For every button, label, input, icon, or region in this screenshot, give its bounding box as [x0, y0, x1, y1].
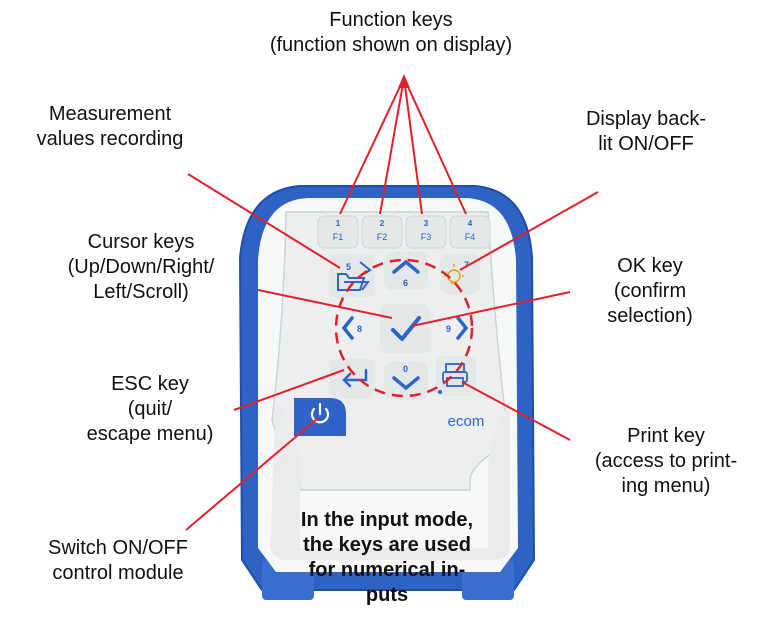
f3-number: 3 — [424, 219, 429, 228]
right-number: 9 — [446, 324, 451, 334]
function-arrowheads — [398, 74, 410, 88]
pointer-backlight — [459, 191, 599, 271]
up-arrow-icon — [392, 259, 420, 274]
f2-key[interactable] — [361, 215, 403, 249]
print-key-label: Print key (access to print- ing menu) — [594, 425, 738, 497]
f2-label: F2 — [377, 232, 388, 242]
lower-panel — [270, 400, 510, 560]
pointer-ok — [411, 291, 571, 327]
recording-number: 5 — [346, 262, 351, 272]
function-keys-label: Function keys (function shown on display… — [269, 9, 513, 56]
cursor-keys-label: Cursor keys (Up/Down/Right/ Left/Scroll) — [67, 231, 215, 303]
f1-number: 1 — [336, 219, 341, 228]
f1-label: F1 — [333, 232, 344, 242]
f4-label: F4 — [465, 232, 476, 242]
ok-key-label: OK key (confirm selection) — [607, 255, 693, 327]
f2-number: 2 — [380, 219, 385, 228]
power-icon — [310, 402, 330, 424]
esc-key[interactable] — [330, 358, 374, 398]
cursor-keys-highlight — [334, 258, 474, 398]
f4-key[interactable] — [449, 215, 491, 249]
f3-label: F3 — [421, 232, 432, 242]
brand-logo: ecom — [448, 413, 485, 430]
ok-key[interactable] — [380, 304, 430, 354]
esc-key-label: ESC key (quit/ escape menu) — [86, 373, 214, 445]
measurement-label: Measurement values recording — [36, 103, 184, 150]
pointer-function-f4 — [403, 77, 467, 215]
print-indicator-dot — [438, 390, 442, 394]
pointer-print — [461, 381, 571, 441]
pointer-cursor — [257, 289, 393, 319]
recording-key[interactable] — [330, 254, 374, 298]
print-key[interactable] — [436, 356, 476, 396]
function-keys: 1 2 3 4 F1 F2 F3 F4 — [317, 215, 491, 249]
switch-label: Switch ON/OFF control module — [47, 537, 188, 584]
pointer-lines — [185, 77, 599, 531]
down-key[interactable] — [384, 362, 428, 400]
return-arrow-icon — [342, 368, 368, 388]
f3-key[interactable] — [405, 215, 447, 249]
pointer-measurement — [187, 173, 341, 269]
pointer-function-f3 — [403, 77, 423, 215]
backlight-label: Display back- lit ON/OFF — [585, 108, 707, 155]
f4-number: 4 — [468, 219, 473, 228]
up-number: 6 — [403, 278, 408, 288]
pointer-switch — [185, 417, 319, 531]
down-number: 0 — [403, 364, 408, 374]
left-number: 8 — [357, 324, 362, 334]
f1-key[interactable] — [317, 215, 359, 249]
pointer-esc — [233, 369, 345, 411]
folder-icon — [337, 273, 370, 291]
pointer-function-f1 — [339, 77, 405, 215]
left-arrow-icon[interactable] — [341, 316, 354, 340]
right-arrow-icon[interactable] — [456, 316, 469, 340]
pointer-function-f2 — [379, 77, 405, 215]
down-arrow-icon — [392, 376, 420, 391]
input-mode-note: In the input mode, the keys are used for… — [300, 509, 474, 606]
backlight-number: 7 — [464, 260, 469, 270]
